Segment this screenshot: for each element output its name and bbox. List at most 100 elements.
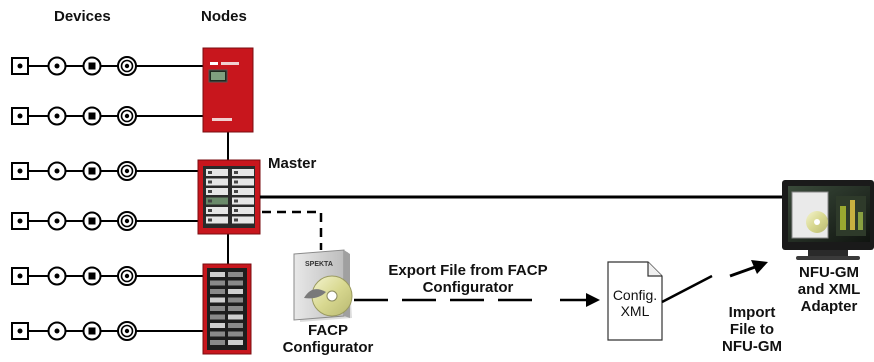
module-led: [208, 218, 212, 222]
nfu-label-line1: NFU-GM: [799, 264, 859, 281]
node3-module: [210, 314, 225, 320]
config-xml-line2: XML: [620, 303, 650, 319]
module-led: [208, 180, 212, 184]
module-led: [234, 190, 238, 193]
nodes-header: Nodes: [201, 8, 247, 25]
circle-square-detector-icon: [82, 211, 102, 231]
master-module: [206, 188, 228, 195]
master-module: [206, 216, 228, 224]
master-module: [232, 216, 254, 224]
node3-module: [228, 289, 243, 294]
circle-dot-detector-icon: [47, 321, 67, 341]
master-module: [206, 197, 228, 205]
import-arrow-line: [729, 264, 759, 278]
concentric-circle-detector-icon: [117, 56, 137, 76]
module-led: [234, 180, 238, 184]
node-panel-1: [202, 47, 254, 133]
node3-module: [228, 306, 243, 311]
square-dot-detector-icon: [11, 322, 29, 340]
node3-module: [228, 297, 243, 303]
circle-dot-detector-icon: [47, 106, 67, 126]
import-label-line1: Import: [728, 304, 776, 321]
node3-module: [210, 331, 225, 337]
export-label: Export File from FACP Configurator: [368, 262, 568, 296]
facp-configurator-line1: FACP: [307, 322, 348, 339]
facp-configurator-line2: Configurator: [282, 339, 374, 356]
export-label-line1: Export File from FACP: [388, 262, 548, 279]
device-row: [11, 211, 198, 231]
node-panel-3: [202, 263, 252, 355]
circle-dot-detector-icon: [47, 211, 67, 231]
node3-module: [210, 306, 225, 311]
xml-to-import-line: [661, 274, 713, 304]
module-led: [208, 190, 212, 193]
node3-module: [210, 272, 225, 277]
master-module: [232, 178, 254, 186]
square-dot-detector-icon: [11, 212, 29, 230]
master-module: [232, 169, 254, 176]
circle-dot-detector-icon: [47, 266, 67, 286]
device-row: [11, 56, 203, 76]
master-module: [206, 207, 228, 214]
module-led: [208, 171, 212, 174]
module-led: [234, 209, 238, 212]
master-to-configurator-dashed-line: [262, 210, 323, 250]
nfu-gm-monitor-icon: [782, 180, 874, 260]
node3-module: [228, 280, 243, 286]
circle-square-detector-icon: [82, 161, 102, 181]
node3-module: [228, 314, 243, 320]
nfu-label-line3: Adapter: [800, 298, 858, 315]
export-label-line2: Configurator: [422, 279, 514, 296]
device-row: [11, 266, 203, 286]
node3-module: [228, 272, 243, 277]
module-led: [208, 209, 212, 212]
square-dot-detector-icon: [11, 267, 29, 285]
export-arrowhead-icon: [586, 293, 600, 307]
config-xml-file-icon: [607, 261, 663, 341]
module-led: [234, 171, 238, 174]
master-label: Master: [268, 155, 317, 172]
device-rows: [11, 56, 203, 341]
config-xml-line1: Config.: [612, 287, 658, 303]
concentric-circle-detector-icon: [117, 211, 137, 231]
circle-dot-detector-icon: [47, 161, 67, 181]
circle-square-detector-icon: [82, 56, 102, 76]
concentric-circle-detector-icon: [117, 266, 137, 286]
configurator-software-box-icon: SPEKTA: [293, 249, 353, 322]
import-arrowhead-icon: [751, 260, 768, 274]
facp-configurator-label: FACP Configurator: [268, 322, 388, 356]
square-dot-detector-icon: [11, 107, 29, 125]
node3-module: [228, 340, 243, 345]
master-module: [206, 178, 228, 186]
master-module: [232, 188, 254, 195]
module-led: [234, 199, 238, 203]
concentric-circle-detector-icon: [117, 106, 137, 126]
circle-square-detector-icon: [82, 321, 102, 341]
import-label-line3: NFU-GM: [722, 338, 782, 355]
device-row: [11, 106, 203, 126]
node3-module: [210, 289, 225, 294]
nfu-gm-label: NFU-GM and XML Adapter: [784, 264, 874, 315]
circle-dot-detector-icon: [47, 56, 67, 76]
node3-module: [228, 331, 243, 337]
import-label: Import File to NFU-GM: [712, 304, 792, 355]
module-led: [208, 199, 212, 203]
master-module: [206, 169, 228, 176]
node3-module: [228, 323, 243, 328]
module-led: [234, 218, 238, 222]
square-dot-detector-icon: [11, 162, 29, 180]
device-row: [11, 321, 203, 341]
concentric-circle-detector-icon: [117, 161, 137, 181]
circle-square-detector-icon: [82, 266, 102, 286]
config-xml-label: Config. XML: [608, 287, 662, 319]
circle-square-detector-icon: [82, 106, 102, 126]
node3-module: [210, 323, 225, 328]
devices-header: Devices: [54, 8, 111, 25]
box-brand-text: SPEKTA: [305, 261, 333, 268]
concentric-circle-detector-icon: [117, 321, 137, 341]
node3-module: [210, 297, 225, 303]
node3-module: [210, 340, 225, 345]
node3-module: [210, 280, 225, 286]
square-dot-detector-icon: [11, 57, 29, 75]
